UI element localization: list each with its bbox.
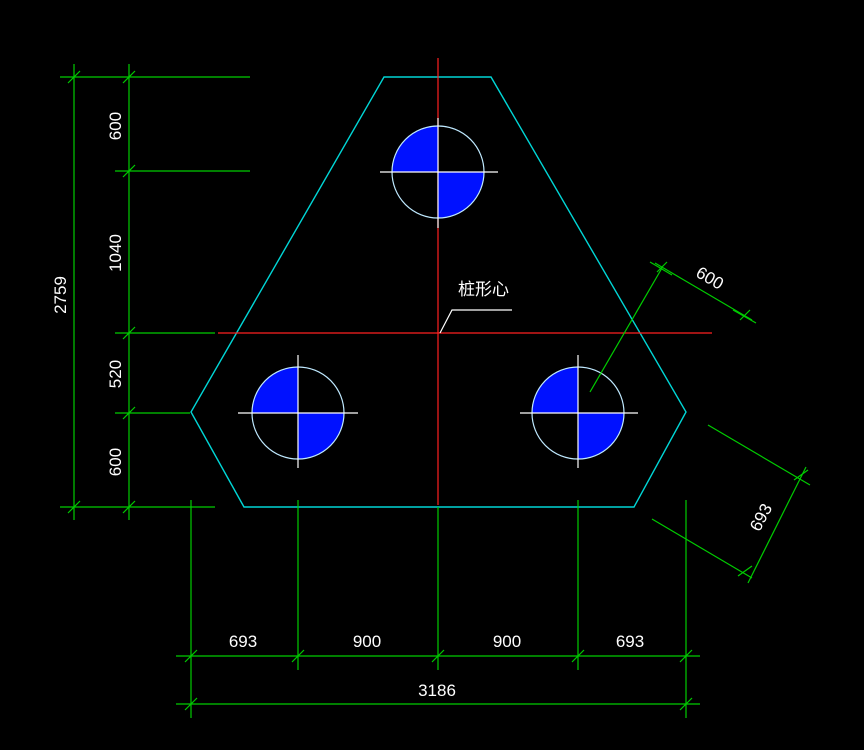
dim-right-upper: 600 bbox=[693, 263, 727, 294]
dim-left-overall: 2759 bbox=[51, 276, 70, 314]
dim-right-lower: 693 bbox=[746, 500, 776, 534]
pile-cap-outline bbox=[190, 76, 687, 508]
dim-bottom-seg-4: 693 bbox=[616, 632, 644, 651]
dim-left-seg-1: 600 bbox=[106, 112, 125, 140]
pile-top bbox=[380, 118, 498, 228]
dim-bottom-seg-1: 693 bbox=[229, 632, 257, 651]
dim-bottom-seg-3: 900 bbox=[493, 632, 521, 651]
dim-left-seg-2: 1040 bbox=[106, 234, 125, 272]
pile-right bbox=[520, 355, 638, 468]
dim-bottom-seg-2: 900 bbox=[353, 632, 381, 651]
right-dimension-upper: 600 bbox=[589, 261, 757, 393]
pile-left bbox=[238, 355, 358, 468]
dim-left-seg-4: 600 bbox=[106, 448, 125, 476]
right-dimension-lower: 693 bbox=[651, 424, 811, 584]
left-dimension-chain: 2759 600 1040 520 600 bbox=[51, 64, 250, 520]
dim-bottom-overall: 3186 bbox=[418, 681, 456, 700]
centroid-label: 桩形心 bbox=[458, 280, 509, 299]
dim-left-seg-3: 520 bbox=[106, 360, 125, 388]
centroid-leader: 桩形心 bbox=[439, 280, 512, 334]
bottom-dimension-chain: 693 900 900 693 3186 bbox=[176, 500, 700, 718]
